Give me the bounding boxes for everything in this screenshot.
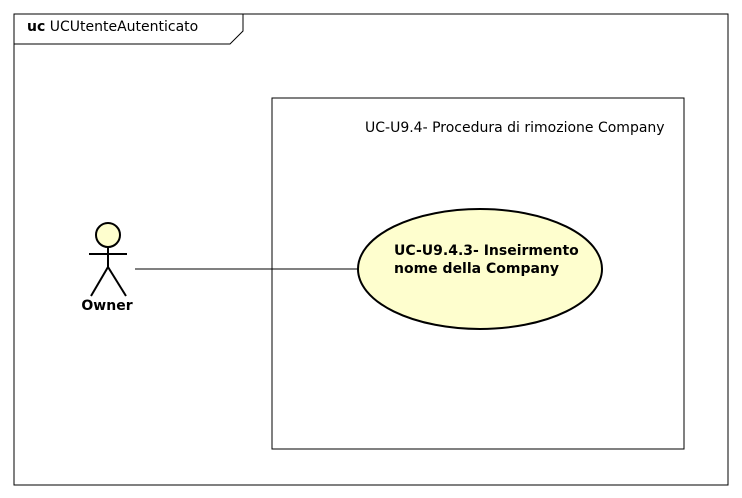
frame-title: uc UCUtenteAutenticato (27, 20, 198, 34)
frame-name: UCUtenteAutenticato (49, 19, 199, 35)
actor-name: Owner (81, 298, 133, 314)
system-title: UC-U9.4- Procedura di rimozione Company (365, 120, 665, 136)
use-case-label: UC-U9.4.3- Inseirmento nome della Compan… (394, 243, 579, 277)
diagram-frame (13, 13, 729, 486)
actor-owner-icon[interactable] (89, 222, 127, 297)
actor-left-leg (90, 266, 109, 297)
use-case-ellipse[interactable] (357, 208, 603, 330)
actor-right-leg (107, 266, 127, 297)
actor-head (95, 222, 121, 248)
system-boundary (271, 97, 685, 450)
frame-tab (14, 14, 244, 45)
frame-kind: uc (27, 19, 46, 35)
